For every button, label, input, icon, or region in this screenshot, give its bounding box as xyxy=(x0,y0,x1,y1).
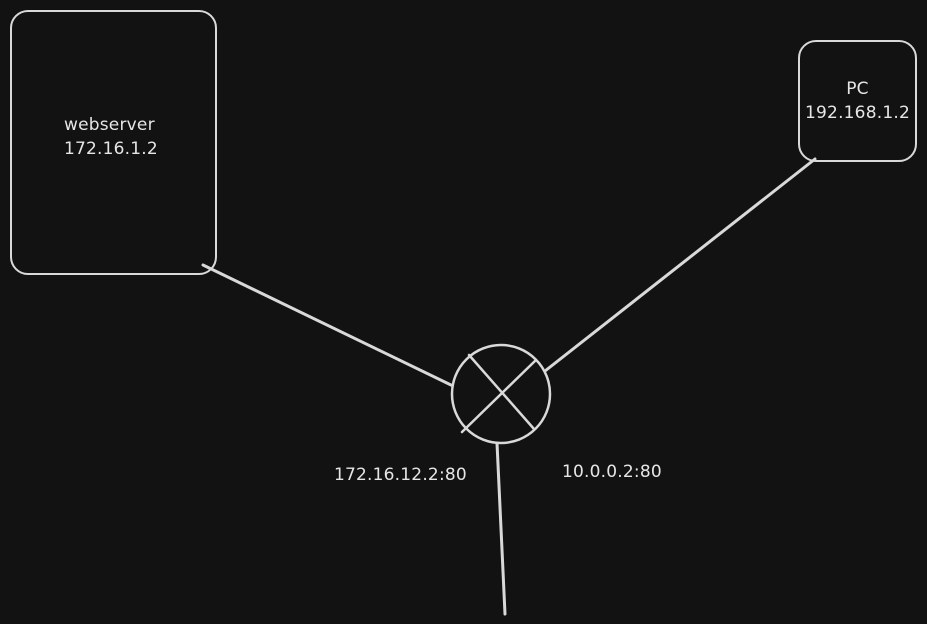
pc-ip-label: 192.168.1.2 xyxy=(805,103,910,123)
router-icon xyxy=(450,343,552,445)
pc-node xyxy=(798,40,917,162)
router-left-port-label: 172.16.12.2:80 xyxy=(334,465,467,485)
webserver-node xyxy=(10,10,217,275)
webserver-ip-label: 172.16.1.2 xyxy=(64,139,158,159)
webserver-name-label: webserver xyxy=(64,115,155,135)
link-router-down xyxy=(495,441,507,616)
link-webserver-router xyxy=(201,263,453,387)
pc-name-label: PC xyxy=(846,79,869,99)
router-right-port-label: 10.0.0.2:80 xyxy=(562,462,662,482)
link-pc-router xyxy=(543,157,817,373)
